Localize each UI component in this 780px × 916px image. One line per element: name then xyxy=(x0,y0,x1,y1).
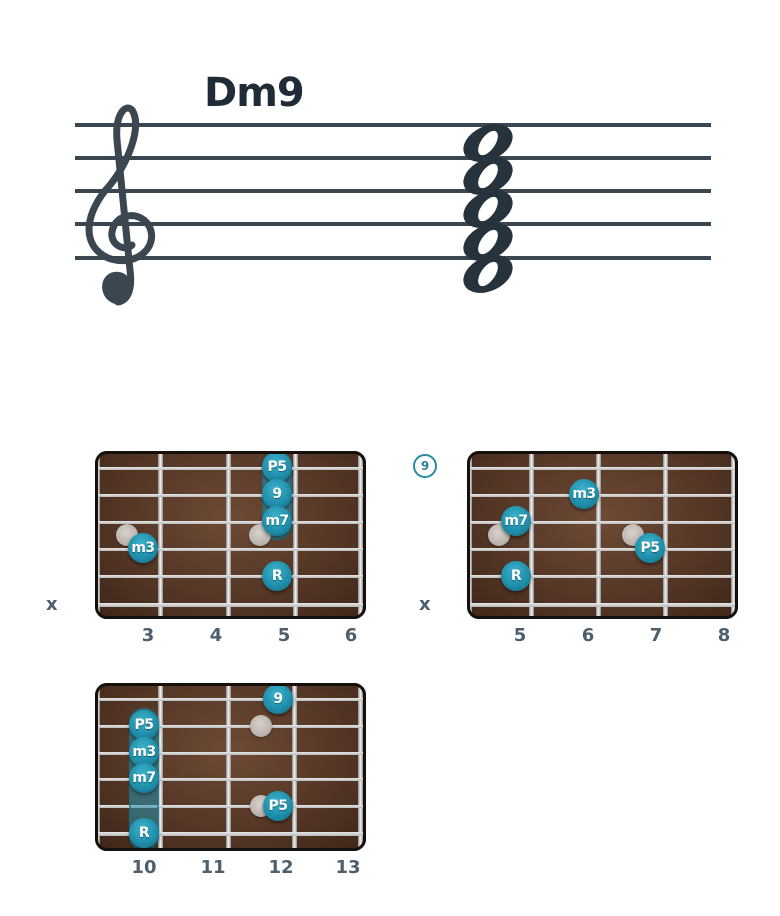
fret-number: 13 xyxy=(335,857,361,878)
fret-number: 6 xyxy=(581,625,595,646)
fret-number: 10 xyxy=(131,857,157,878)
note-dot: m7 xyxy=(262,506,292,536)
fretboard-diagram-3: 9 P5 m3 m7 P5 R xyxy=(95,683,366,851)
note-dot: R xyxy=(129,818,159,848)
fret-number: 4 xyxy=(209,625,223,646)
fret-number: 8 xyxy=(717,625,731,646)
note-dot: 9 xyxy=(263,684,293,714)
muted-string-marker: x xyxy=(419,594,431,615)
note-dot: m3 xyxy=(129,737,159,767)
note-dot: m3 xyxy=(569,479,599,509)
staff-lines xyxy=(75,123,711,260)
note-dot: m7 xyxy=(501,506,531,536)
fret-number: 7 xyxy=(649,625,663,646)
note-dot: m3 xyxy=(128,533,158,563)
ghost-note xyxy=(250,715,272,737)
chord-notes xyxy=(463,124,513,293)
note-dot: P5 xyxy=(635,533,665,563)
fret-number: 12 xyxy=(268,857,294,878)
fret-number: 5 xyxy=(277,625,291,646)
fretboard-diagram-1: P5 9 m7 m3 R xyxy=(95,451,366,619)
fret-number: 5 xyxy=(513,625,527,646)
note-dot: m7 xyxy=(129,763,159,793)
note-dot: R xyxy=(262,561,292,591)
fret-number: 6 xyxy=(344,625,358,646)
muted-string-marker: x xyxy=(46,594,58,615)
note-dot: 9 xyxy=(262,479,292,509)
note-dot: P5 xyxy=(263,791,293,821)
fret-number: 11 xyxy=(200,857,226,878)
note-dot: P5 xyxy=(129,710,159,740)
position-badge: 9 xyxy=(413,454,437,478)
music-staff xyxy=(75,104,711,306)
note-dot: R xyxy=(501,561,531,591)
treble-clef-icon xyxy=(85,104,156,306)
chord-title: Dm9 xyxy=(204,70,305,116)
note-dot: P5 xyxy=(262,452,292,482)
fretboard-diagram-2: m3 m7 P5 R xyxy=(467,451,738,619)
fret-number: 3 xyxy=(141,625,155,646)
